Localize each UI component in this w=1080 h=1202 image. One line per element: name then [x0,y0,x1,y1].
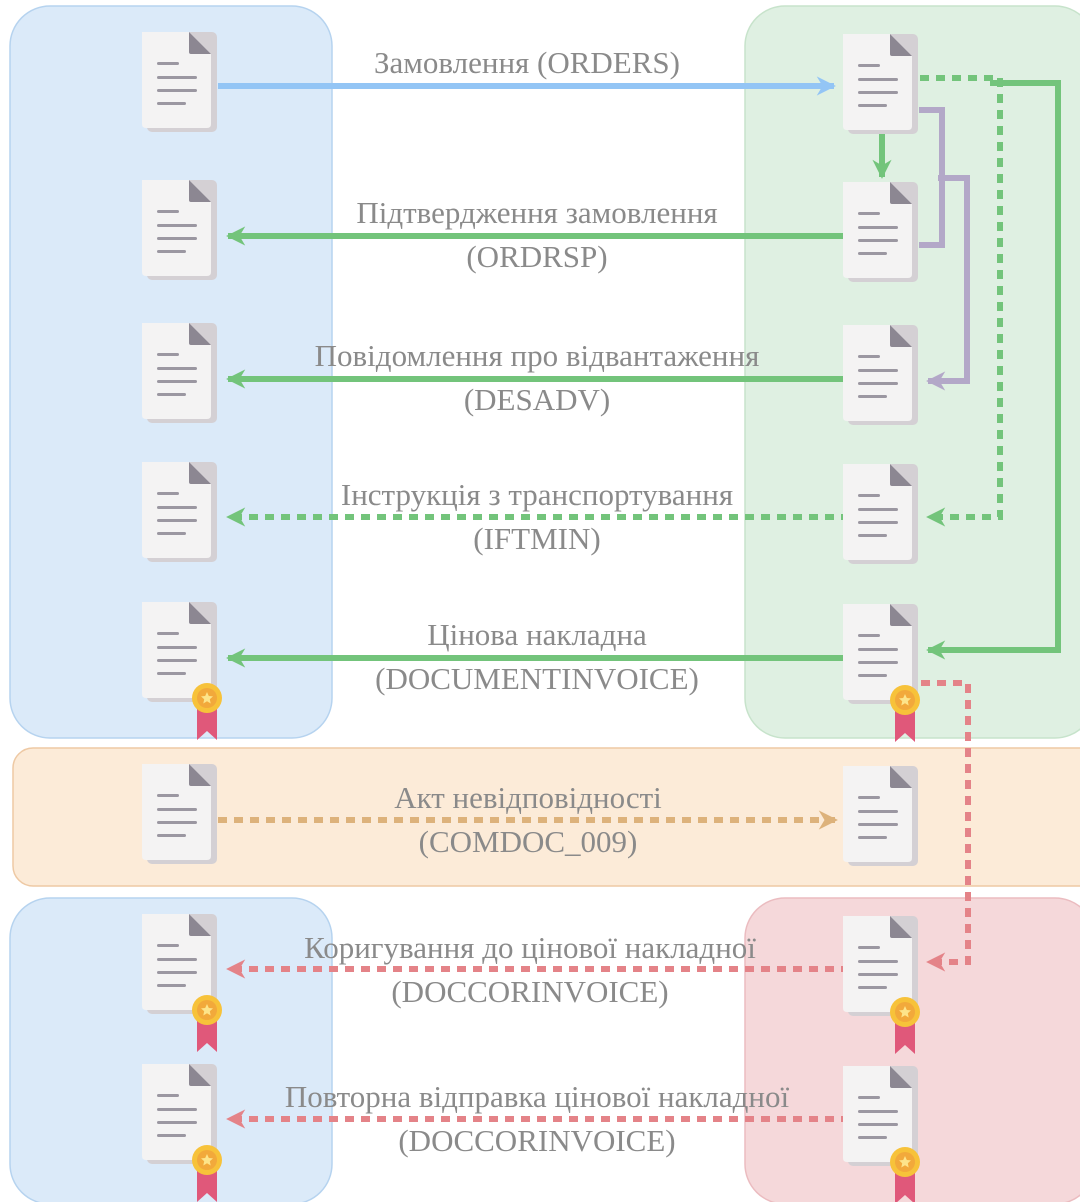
correction-red-route [921,680,971,972]
doccorinvoice-resend-label: Повторна відправка цінової накладної [285,1079,790,1114]
doccorinvoice-label: Коригування до цінової накладної [304,930,756,965]
orders-label: Замовлення (ORDERS) [374,45,680,80]
documentinvoice-code: (DOCUMENTINVOICE) [375,661,699,696]
ordrsp-code: (ORDRSP) [466,239,607,274]
document-icon [843,325,918,425]
documentinvoice-label: Цінова накладна [427,617,647,652]
purple-loop-2 [926,175,970,391]
buyer-zone-bottom [9,897,333,1202]
document-icon [843,766,918,866]
message-labels: Замовлення (ORDERS) Підтвердження замовл… [285,45,790,1158]
invoice-solid-route [926,80,1061,660]
document-icon [843,182,918,282]
iftmin-dotted-route [920,75,1003,527]
document-icon [843,34,918,134]
document-icon [843,464,918,564]
desadv-label: Повідомлення про відвантаження [315,338,760,373]
document-icon [142,32,217,132]
doccorinvoice-code: (DOCCORINVOICE) [391,974,668,1009]
iftmin-code: (IFTMIN) [473,521,600,556]
document-icon [142,462,217,562]
connectors [218,75,1061,1129]
ordrsp-label: Підтвердження замовлення [356,195,717,230]
desadv-code: (DESADV) [464,382,610,417]
comdoc009-code: (COMDOC_009) [419,824,638,859]
document-icon [142,764,217,864]
doccorinvoice-resend-code: (DOCCORINVOICE) [398,1123,675,1158]
comdoc009-label: Акт невідповідності [394,780,662,815]
iftmin-label: Інструкція з транспортування [341,477,733,512]
document-icon [142,180,217,280]
document-icon [142,323,217,423]
